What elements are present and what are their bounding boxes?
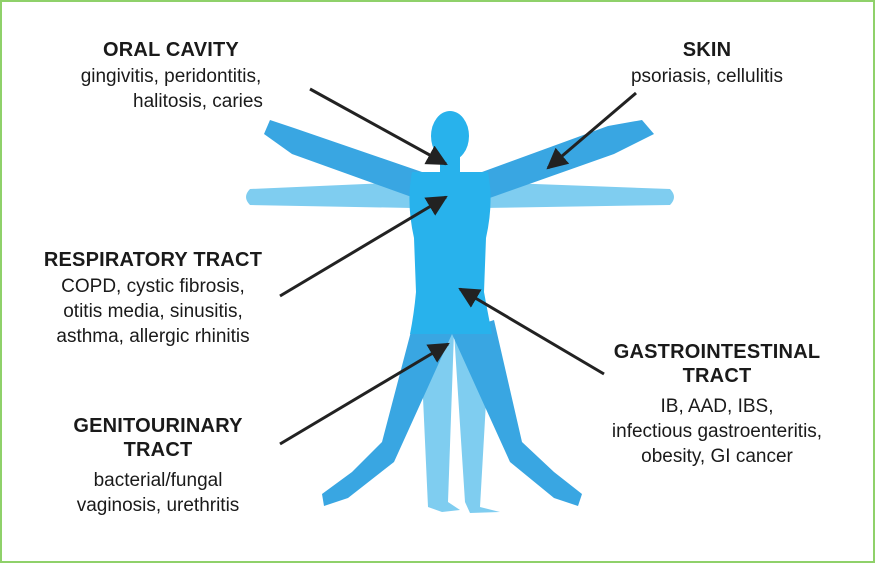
respiratory-line-2: otitis media, sinusitis, — [12, 299, 294, 324]
skin-title: SKIN — [592, 38, 822, 62]
respiratory-tract-label: RESPIRATORY TRACT COPD, cystic fibrosis,… — [12, 248, 294, 349]
oral-cavity-label: ORAL CAVITY gingivitis, peridontitis, ha… — [46, 38, 296, 114]
respiratory-line-1: COPD, cystic fibrosis, — [12, 274, 294, 299]
genitourinary-title-1: GENITOURINARY — [48, 414, 268, 438]
skin-label: SKIN psoriasis, cellulitis — [592, 38, 822, 89]
skin-line-1: psoriasis, cellulitis — [592, 64, 822, 89]
gastrointestinal-line-2: infectious gastroenteritis, — [572, 419, 862, 444]
gastrointestinal-line-1: IB, AAD, IBS, — [572, 394, 862, 419]
gastrointestinal-title-2: TRACT — [572, 364, 862, 388]
genitourinary-title-2: TRACT — [48, 438, 268, 462]
gastrointestinal-tract-label: GASTROINTESTINAL TRACT IB, AAD, IBS, inf… — [572, 340, 862, 469]
gastrointestinal-title-1: GASTROINTESTINAL — [572, 340, 862, 364]
respiratory-line-3: asthma, allergic rhinitis — [12, 324, 294, 349]
genitourinary-line-1: bacterial/fungal — [48, 468, 268, 493]
oral-cavity-line-2: halitosis, caries — [46, 89, 296, 114]
respiratory-tract-title: RESPIRATORY TRACT — [12, 248, 294, 272]
oral-cavity-line-1: gingivitis, peridontitis, — [46, 64, 296, 89]
oral-cavity-title: ORAL CAVITY — [46, 38, 296, 62]
genitourinary-tract-label: GENITOURINARY TRACT bacterial/fungal vag… — [48, 414, 268, 518]
gastrointestinal-line-3: obesity, GI cancer — [572, 444, 862, 469]
genitourinary-line-2: vaginosis, urethritis — [48, 493, 268, 518]
